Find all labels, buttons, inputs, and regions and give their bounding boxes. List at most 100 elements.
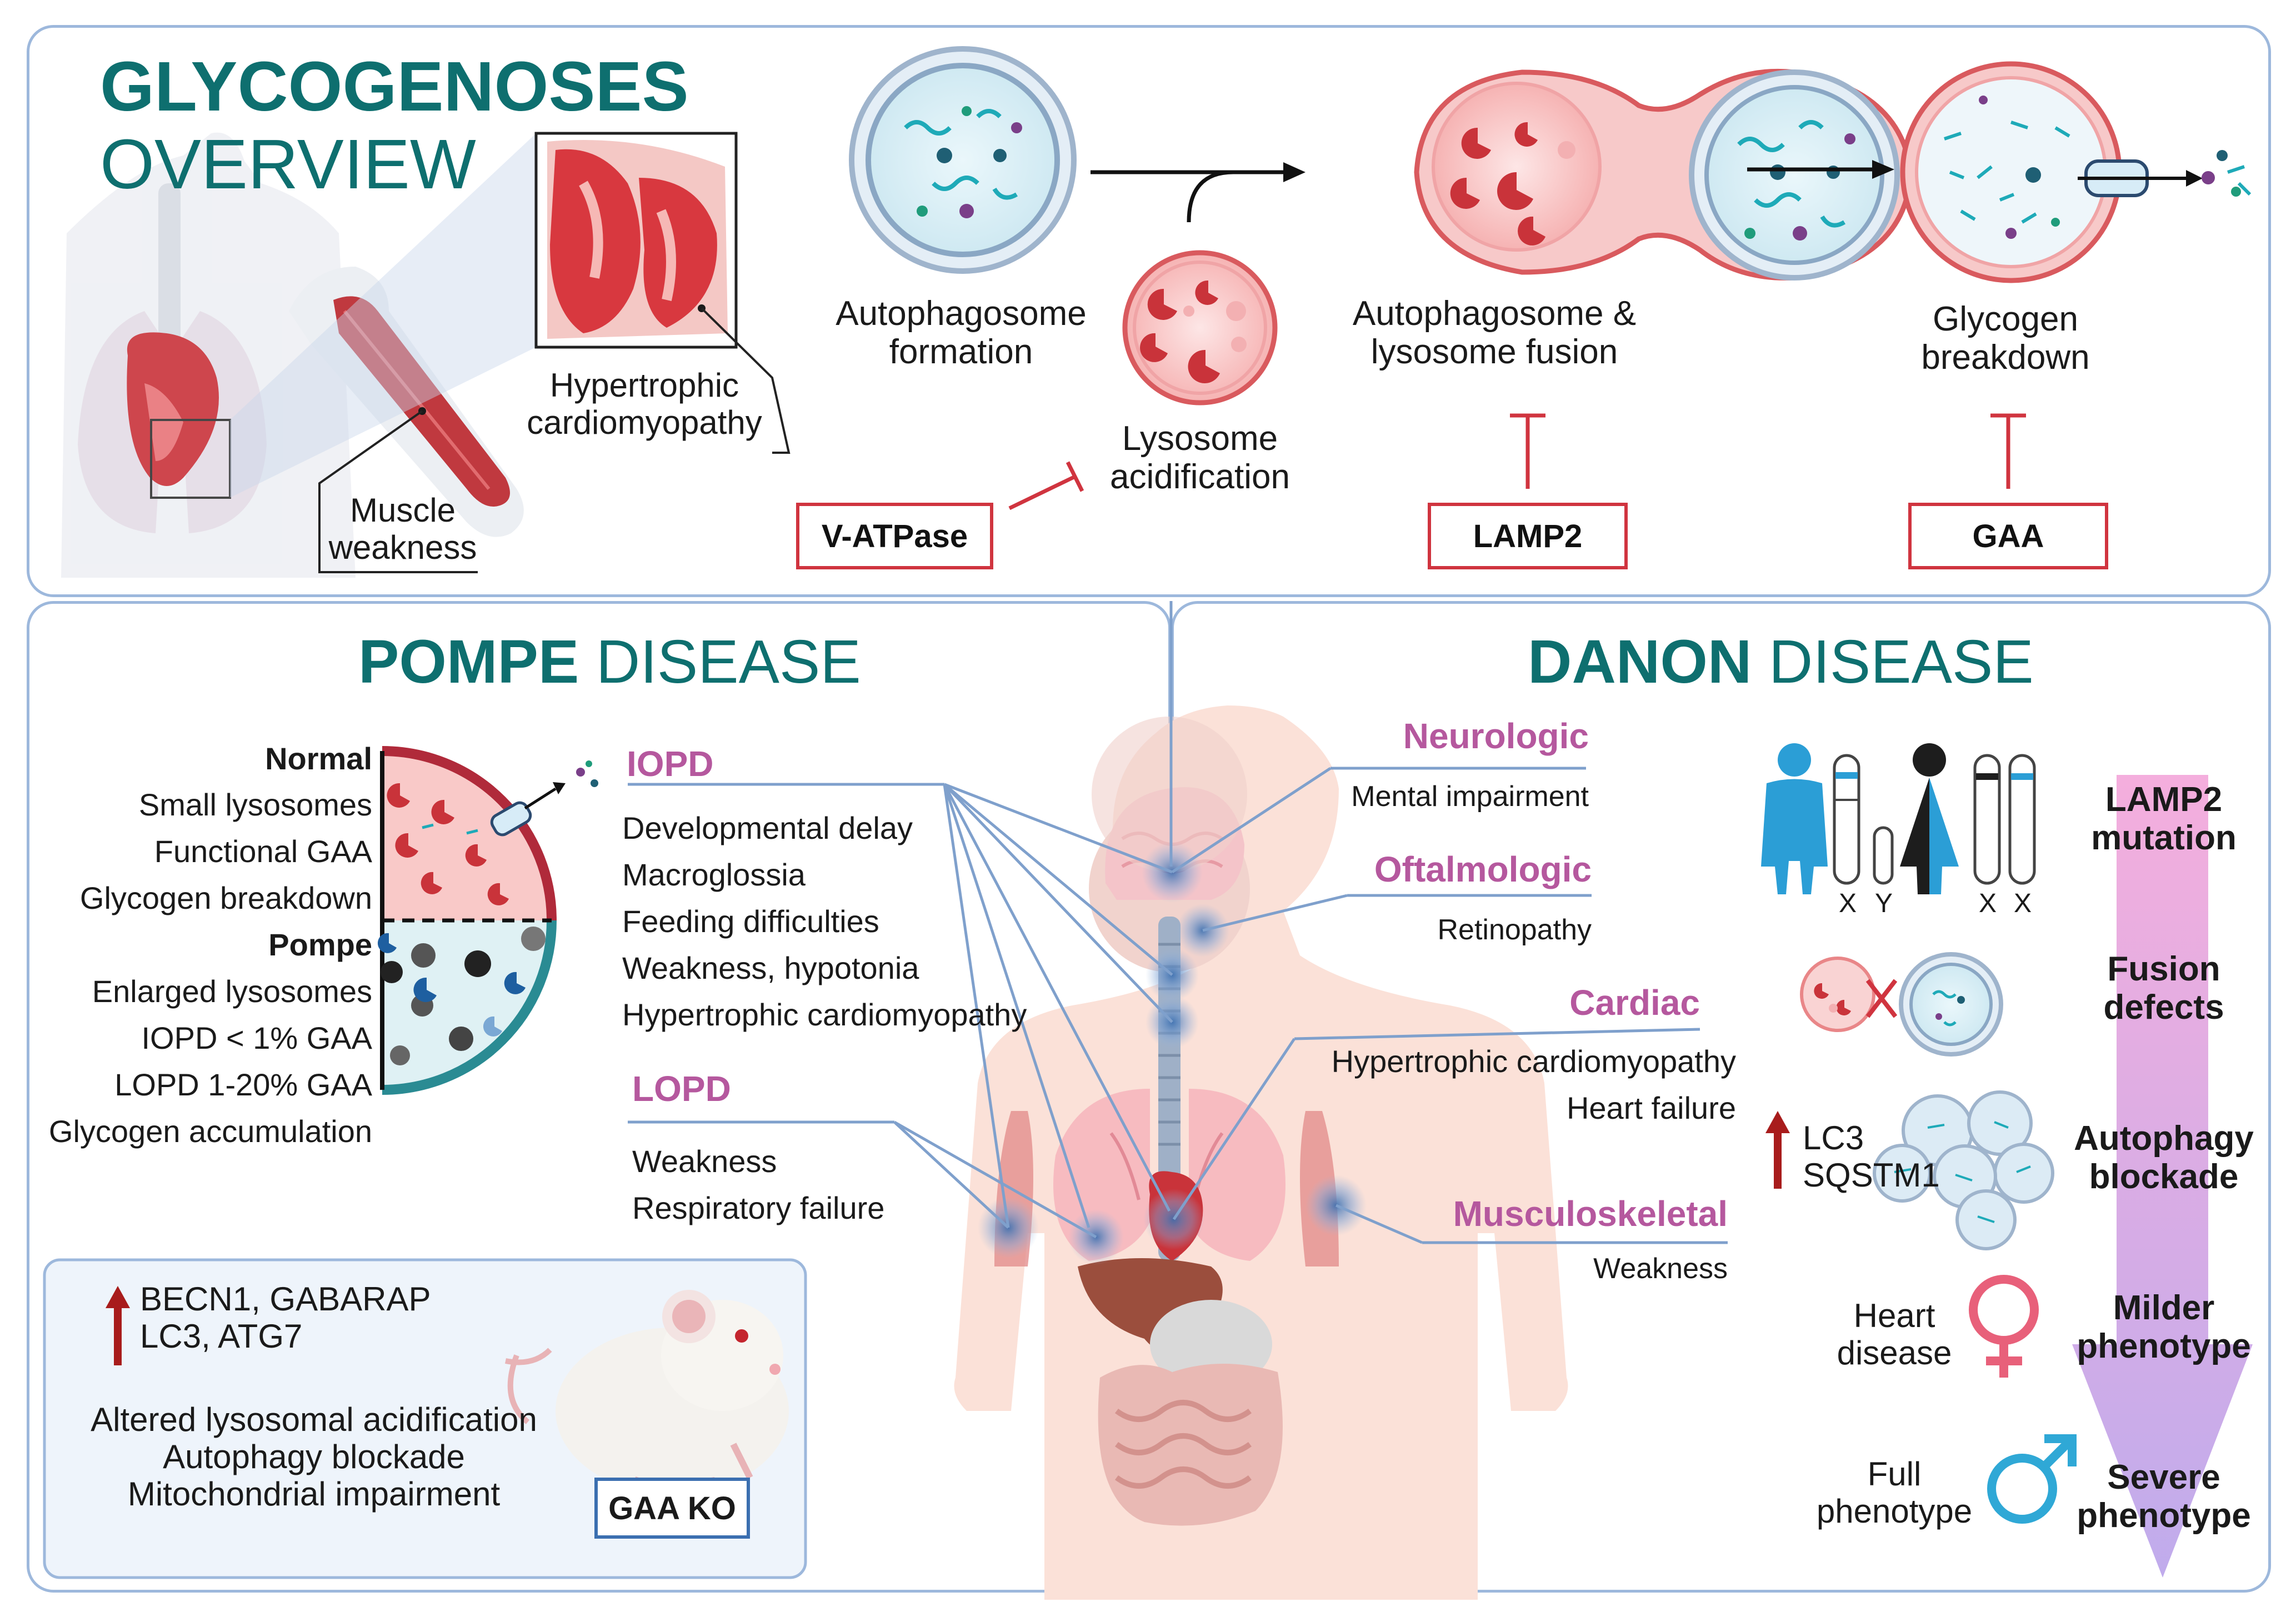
arrow-label-fusion-line2: defects [2103, 988, 2224, 1027]
fusion-label-line2: lysosome fusion [1370, 333, 1618, 372]
chromosome-x-label-2: X [1979, 889, 1997, 918]
mouse-findings: Altered lysosomal acidification Autophag… [56, 1401, 572, 1513]
x-chromosome-1 [1833, 754, 1860, 885]
mouse-markers-line1: BECN1, GABARAP [140, 1280, 431, 1318]
arrow-label-autophagy-line2: blockade [2089, 1158, 2239, 1197]
arrow-label-milder-line1: Milder [2113, 1289, 2215, 1327]
neurologic-header: Neurologic [1403, 716, 1589, 756]
up-arrow-icon-danon [1765, 1111, 1790, 1189]
danon-marker-1: LC3 [1803, 1119, 1864, 1157]
chromosome-y-label: Y [1875, 889, 1893, 918]
mouse-finding-1: Altered lysosomal acidification [91, 1401, 537, 1438]
neurologic-item: Mental impairment [1351, 780, 1589, 813]
male-figure-icon [1761, 743, 1828, 894]
normal-item-2: Functional GAA [154, 834, 372, 869]
musculoskeletal-header: Musculoskeletal [1453, 1194, 1728, 1234]
normal-header: Normal [265, 741, 372, 776]
female-label-line2: disease [1837, 1334, 1952, 1372]
chromosome-x-label-3: X [2014, 889, 2032, 918]
overview-torso [61, 132, 356, 578]
mouse-finding-3: Mitochondrial impairment [127, 1475, 501, 1513]
iopd-item-2: Macroglossia [622, 857, 806, 892]
autophagosome-formation-label: Autophagosome formation [806, 294, 1117, 372]
breakdown-label-line2: breakdown [1921, 338, 2090, 377]
overview-arm [289, 267, 524, 537]
iopd-item-3: Feeding difficulties [622, 904, 879, 939]
pompe-header: Pompe [268, 927, 372, 962]
human-body-illustration [954, 705, 1568, 1600]
arrow-label-lamp2-line2: mutation [2091, 819, 2237, 858]
pompe-item-1: Enlarged lysosomes [92, 974, 372, 1009]
pompe-title: POMPE DISEASE [358, 628, 861, 696]
lysosome-label-line1: Lysosome [1122, 419, 1278, 458]
danon-markers: LC3 SQSTM1 [1803, 1119, 1940, 1194]
vatpase-box: V-ATPase [796, 503, 993, 569]
zoom-wedge [230, 133, 536, 498]
autophagosome-label-line1: Autophagosome [836, 294, 1087, 333]
heart-label-line2: cardiomyopathy [527, 404, 762, 442]
lopd-item-2: Respiratory failure [632, 1190, 885, 1225]
pompe-item-4: Glycogen accumulation [48, 1114, 372, 1149]
muscle-label-connector [318, 410, 478, 573]
pompe-title-rest: DISEASE [579, 628, 861, 696]
mouse-markers: BECN1, GABARAP LC3, ATG7 [140, 1280, 431, 1355]
overview-title-line2: OVERVIEW [100, 125, 476, 203]
muscle-label: Muscle weakness [311, 492, 494, 566]
autophagosome-icon [849, 46, 1077, 274]
pompe-item-2: IOPD < 1% GAA [141, 1020, 373, 1055]
arrow-label-severe-line1: Severe [2107, 1458, 2220, 1496]
male-symbol-icon [1987, 1434, 2077, 1524]
fusion-label: Autophagosome & lysosome fusion [1322, 294, 1667, 372]
danon-title-rest: DISEASE [1752, 628, 2034, 696]
gaa-ko-box: GAA KO [594, 1478, 750, 1539]
inhibitor-bars [1008, 413, 2026, 510]
up-arrow-icon-pompe [106, 1286, 130, 1365]
female-label-line1: Heart [1853, 1297, 1935, 1334]
y-chromosome [1873, 826, 1894, 885]
heart-label: Hypertrophic cardiomyopathy [517, 367, 772, 441]
mouse-markers-line2: LC3, ATG7 [140, 1318, 303, 1355]
fusion-defect-icon [1800, 952, 2003, 1057]
lamp2-box: LAMP2 [1428, 503, 1628, 569]
arrow-label-milder: Milder phenotype [2050, 1289, 2278, 1366]
arrow-label-autophagy: Autophagy blockade [2050, 1119, 2278, 1197]
normal-item-1: Small lysosomes [138, 787, 372, 822]
iopd-item-4: Weakness, hypotonia [622, 950, 919, 985]
x-chromosome-2 [1973, 754, 2001, 885]
heart-zoom-image [534, 132, 738, 349]
mouse-illustration [505, 1290, 789, 1512]
gaa-box: GAA [1908, 503, 2108, 569]
iopd-item-1: Developmental delay [622, 810, 913, 845]
fusion-icon [1414, 68, 1914, 281]
arrow-label-fusion: Fusion defects [2050, 950, 2278, 1027]
female-symbol-icon [1969, 1275, 2039, 1378]
female-phenotype-label: Heart disease [1811, 1297, 1978, 1371]
lysosome-icon [1122, 250, 1278, 405]
lopd-header: LOPD [632, 1069, 731, 1109]
progression-arrow [2072, 775, 2253, 1578]
lysosome-acidification-label: Lysosome acidification [1056, 419, 1344, 497]
arrow-label-severe: Severe phenotype [2050, 1458, 2278, 1535]
arrow-label-milder-line2: phenotype [2077, 1327, 2251, 1366]
arrow-label-lamp2-line1: LAMP2 [2105, 780, 2223, 819]
chromosome-x-label-1: X [1839, 889, 1857, 918]
x-chromosome-3 [2008, 754, 2036, 885]
oftalmologic-header: Oftalmologic [1374, 849, 1592, 889]
connector-lines [628, 601, 1728, 1244]
normal-item-3: Glycogen breakdown [79, 880, 372, 915]
heart-label-connector [701, 307, 791, 454]
cardiac-item-1: Hypertrophic cardiomyopathy [1331, 1044, 1736, 1079]
arrow-label-fusion-line1: Fusion [2107, 950, 2220, 988]
pompe-title-bold: POMPE [358, 628, 579, 696]
iopd-header: IOPD [627, 744, 714, 784]
danon-title: DANON DISEASE [1528, 628, 2034, 696]
danon-marker-2: SQSTM1 [1803, 1157, 1940, 1194]
cardiac-item-2: Heart failure [1566, 1090, 1736, 1125]
arrow-label-lamp2: LAMP2 mutation [2050, 780, 2278, 858]
male-phenotype-label: Full phenotype [1800, 1455, 1989, 1530]
autophagosome-label-line2: formation [889, 333, 1033, 372]
lopd-item-1: Weakness [632, 1144, 777, 1179]
female-figure-icon [1900, 743, 1959, 894]
male-label-line2: phenotype [1816, 1493, 1973, 1530]
